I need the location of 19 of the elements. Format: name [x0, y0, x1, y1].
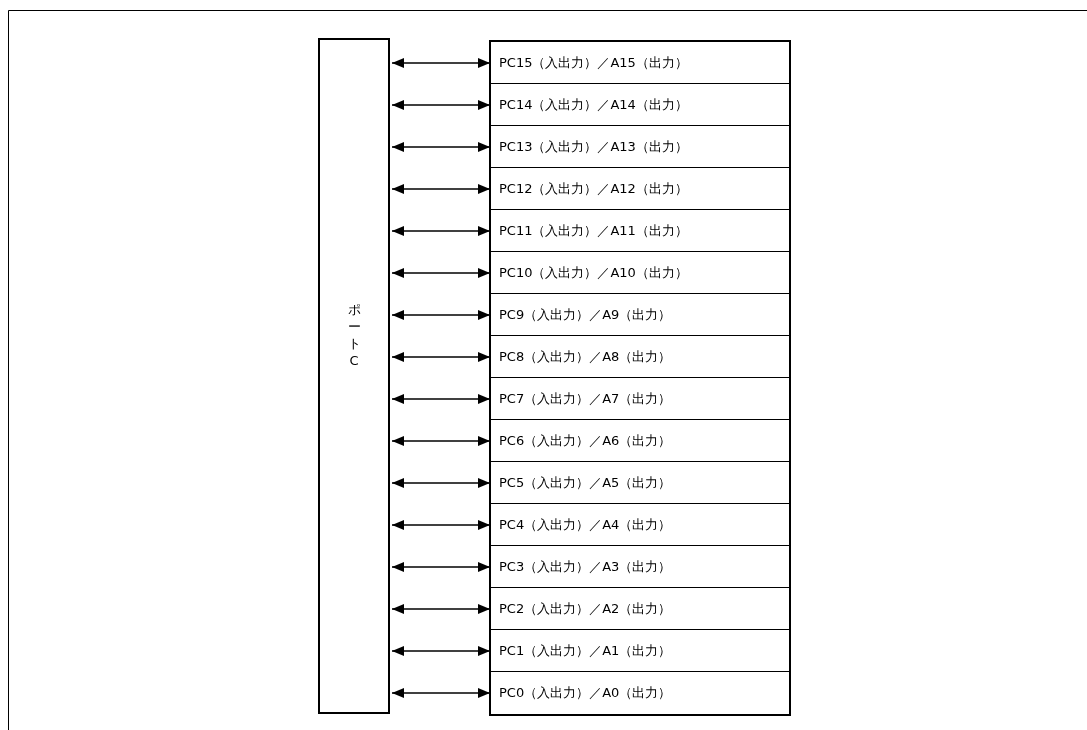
double-arrow	[391, 478, 491, 488]
double-arrow	[391, 310, 491, 320]
double-arrow	[391, 142, 491, 152]
double-arrow	[391, 58, 491, 68]
double-arrow	[391, 520, 491, 530]
double-arrow	[391, 646, 491, 656]
double-arrow	[391, 436, 491, 446]
double-arrow	[391, 184, 491, 194]
double-arrow	[391, 100, 491, 110]
pin-list-box	[489, 40, 791, 716]
port-box	[318, 38, 390, 714]
port-label: ポートC	[347, 302, 361, 370]
double-arrow	[391, 562, 491, 572]
double-arrow	[391, 226, 491, 236]
double-arrow	[391, 352, 491, 362]
double-arrow	[391, 268, 491, 278]
double-arrow	[391, 688, 491, 698]
double-arrow	[391, 604, 491, 614]
double-arrow	[391, 394, 491, 404]
